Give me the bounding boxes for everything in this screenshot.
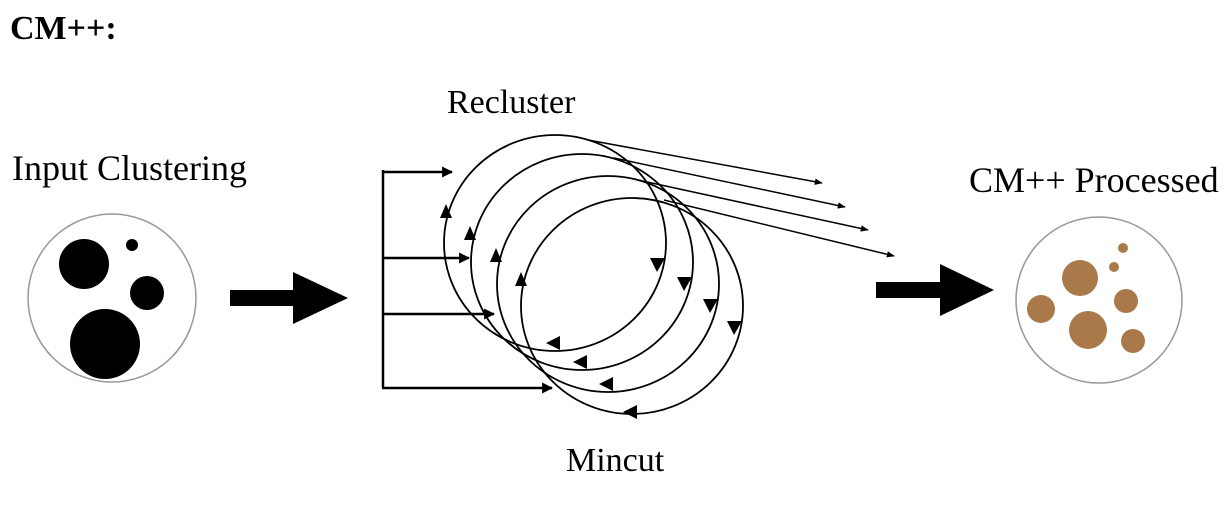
input-cluster	[70, 309, 140, 379]
input-cluster	[130, 276, 164, 310]
cycle-loop	[440, 134, 667, 352]
output-cluster	[1114, 289, 1138, 313]
cycle-loop	[490, 175, 720, 393]
output-clustering-circle	[1015, 216, 1183, 384]
output-arrow	[587, 139, 823, 185]
big-arrow-icon	[230, 272, 348, 324]
output-cluster	[1069, 311, 1107, 349]
big-arrow-icon	[876, 264, 994, 316]
input-clustering-circle	[27, 213, 197, 383]
input-clustering-label: Input Clustering	[12, 148, 247, 188]
output-arrow	[637, 179, 869, 232]
input-cluster	[126, 239, 138, 251]
output-arrow	[663, 199, 895, 258]
output-arrow	[613, 157, 846, 209]
output-cluster	[1027, 295, 1055, 323]
input-cluster	[59, 239, 109, 289]
diagram-title: CM++:	[10, 10, 117, 47]
output-cluster	[1118, 243, 1128, 253]
feed-bracket	[381, 166, 554, 394]
recluster-label: Recluster	[447, 84, 576, 121]
recluster-mincut-cycles	[440, 134, 744, 419]
cycle-loop	[515, 197, 744, 419]
cycle-loop	[464, 153, 694, 371]
output-cluster	[1062, 260, 1098, 296]
mincut-label: Mincut	[566, 442, 665, 479]
output-cluster	[1121, 329, 1145, 353]
output-cluster	[1109, 262, 1119, 272]
output-arrows	[587, 139, 895, 258]
output-label: CM++ Processed	[969, 160, 1219, 200]
